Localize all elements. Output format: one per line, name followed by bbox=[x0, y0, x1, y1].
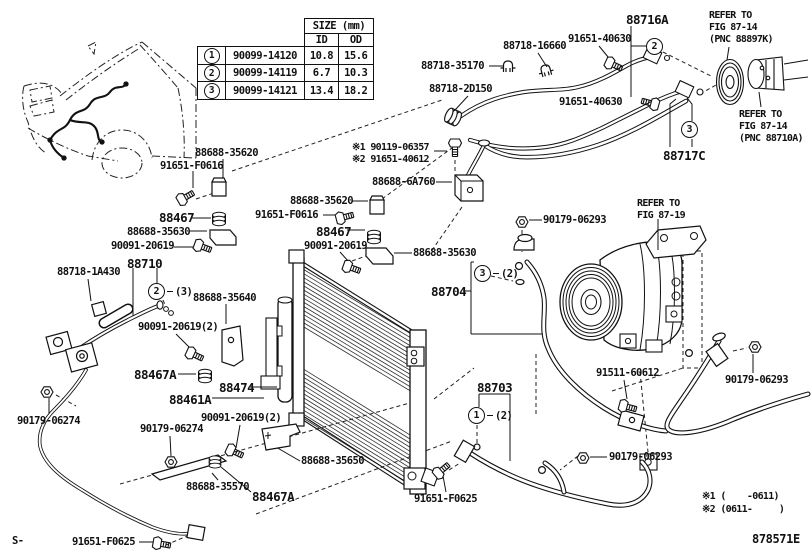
row-id: 13.4 bbox=[304, 81, 339, 100]
liquid-tube-assy bbox=[37, 300, 206, 541]
car-sketch bbox=[22, 41, 197, 179]
bolt-icon bbox=[191, 237, 214, 257]
bolt-icon bbox=[174, 186, 198, 208]
row-part: 90099-14119 bbox=[224, 63, 306, 83]
row-id: 6.7 bbox=[304, 63, 339, 83]
circled-number: 1 bbox=[203, 47, 220, 64]
drawing-code: 878571E bbox=[752, 532, 800, 546]
row-od: 10.3 bbox=[337, 63, 374, 83]
row-od: 15.6 bbox=[337, 46, 374, 65]
nut-icon bbox=[40, 386, 54, 398]
ac-hoses bbox=[453, 233, 811, 508]
row-od: 18.2 bbox=[337, 81, 374, 100]
cushion-icon bbox=[208, 455, 222, 469]
circled-number: 3 bbox=[203, 82, 220, 99]
bolt-icon bbox=[447, 138, 463, 158]
bolt-icon bbox=[151, 535, 173, 553]
nut-icon bbox=[576, 452, 590, 464]
bolt-icon bbox=[340, 258, 363, 278]
pipe-fitting-icon bbox=[442, 106, 464, 128]
row-part: 90099-14121 bbox=[224, 81, 306, 100]
bolt-icon bbox=[183, 344, 207, 366]
leader-lines bbox=[48, 26, 762, 543]
size-table: SIZE (mm) ID OD 1 90099-14120 10.8 15.6 … bbox=[197, 14, 375, 107]
nut-icon bbox=[748, 341, 762, 353]
clamp-icon bbox=[536, 62, 556, 79]
row-no: 1 bbox=[197, 46, 226, 65]
nut-icon bbox=[164, 456, 178, 468]
cushion-icon bbox=[198, 368, 212, 384]
nut-icon bbox=[515, 216, 529, 228]
cushion-icon bbox=[367, 229, 381, 245]
col-id: ID bbox=[304, 32, 339, 48]
ac-harness-highlight bbox=[47, 81, 129, 161]
row-id: 10.8 bbox=[304, 46, 339, 65]
compressor bbox=[559, 225, 707, 471]
footnote-1: ※1 ( -0611) bbox=[702, 491, 780, 502]
row-no: 2 bbox=[197, 63, 226, 83]
row-no: 3 bbox=[197, 81, 226, 100]
footnote-2: ※2 (0611- ) bbox=[702, 504, 785, 515]
bolt-icon bbox=[334, 207, 356, 227]
magnetic-clutch bbox=[715, 56, 809, 106]
ac-tubes bbox=[454, 45, 704, 202]
row-part: 90099-14120 bbox=[224, 46, 306, 65]
sheet-corner-mark: S- bbox=[12, 535, 24, 547]
brackets bbox=[90, 177, 394, 481]
condenser bbox=[260, 249, 440, 495]
circled-number: 2 bbox=[203, 65, 220, 81]
cushion-icon bbox=[212, 211, 226, 227]
